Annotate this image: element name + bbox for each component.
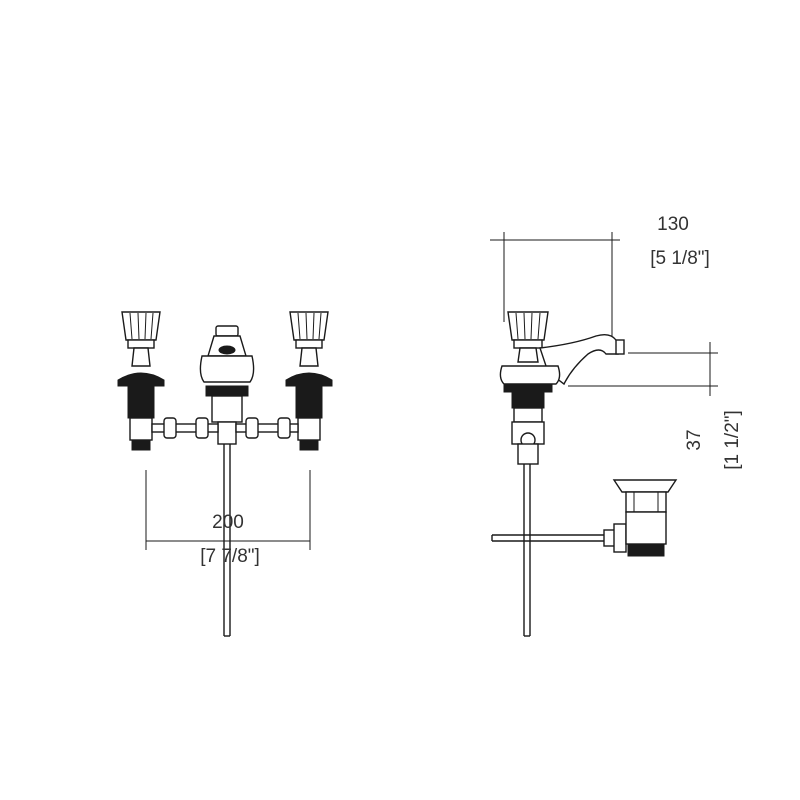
side-body [499,365,561,465]
reach-mm-label: 130 [657,214,689,235]
height-mm-label: 37 [684,429,705,450]
reach-in-label: [5 1/8"] [650,248,710,269]
height-dimension [568,342,718,396]
side-handle [507,311,549,363]
popup-drain [612,479,678,557]
connecting-pipes [151,417,299,439]
width-in-label: [7 7/8"] [200,546,260,567]
side-view: 130 [5 1/8"] 37 [1 1/2"] [490,214,743,637]
reach-dimension [490,232,620,336]
width-dimension [145,470,311,550]
drain-rod [491,523,627,553]
right-handle [285,311,333,451]
width-mm-label: 200 [212,512,244,533]
front-view: 200 [7 7/8"] [117,311,333,637]
center-spout [199,325,255,445]
side-lift-rod [523,464,531,637]
left-handle [117,311,165,451]
height-in-label: [1 1/2"] [722,410,743,470]
lift-rod [223,444,231,637]
